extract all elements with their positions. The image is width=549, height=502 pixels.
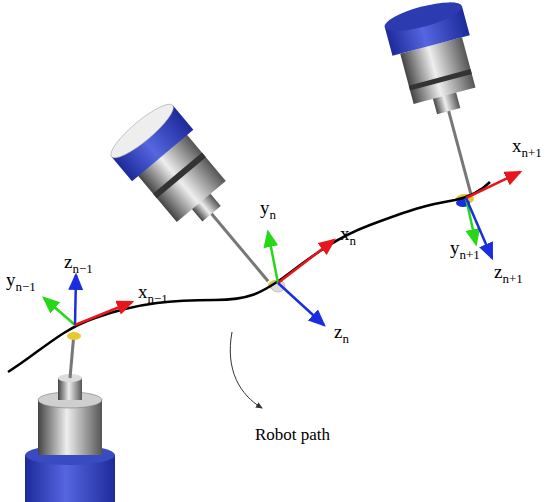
axis-label: yn−1: [6, 270, 36, 293]
tool-middle: [105, 98, 299, 307]
axis-label: yn+1: [450, 238, 480, 261]
tool-upper: [382, 0, 509, 204]
axis-label: yn: [260, 198, 276, 221]
axis-label: xn: [340, 224, 356, 247]
robot-path-curve: [8, 182, 490, 372]
path-caption: Robot path: [255, 426, 330, 443]
axis-label: xn+1: [512, 136, 542, 159]
axis-label: zn: [334, 322, 349, 345]
tool-lower: [25, 332, 115, 502]
axis-label: xn−1: [138, 282, 168, 305]
leader-line: [230, 332, 262, 408]
axis-label: zn−1: [64, 252, 93, 275]
axis-label: zn+1: [494, 262, 523, 285]
